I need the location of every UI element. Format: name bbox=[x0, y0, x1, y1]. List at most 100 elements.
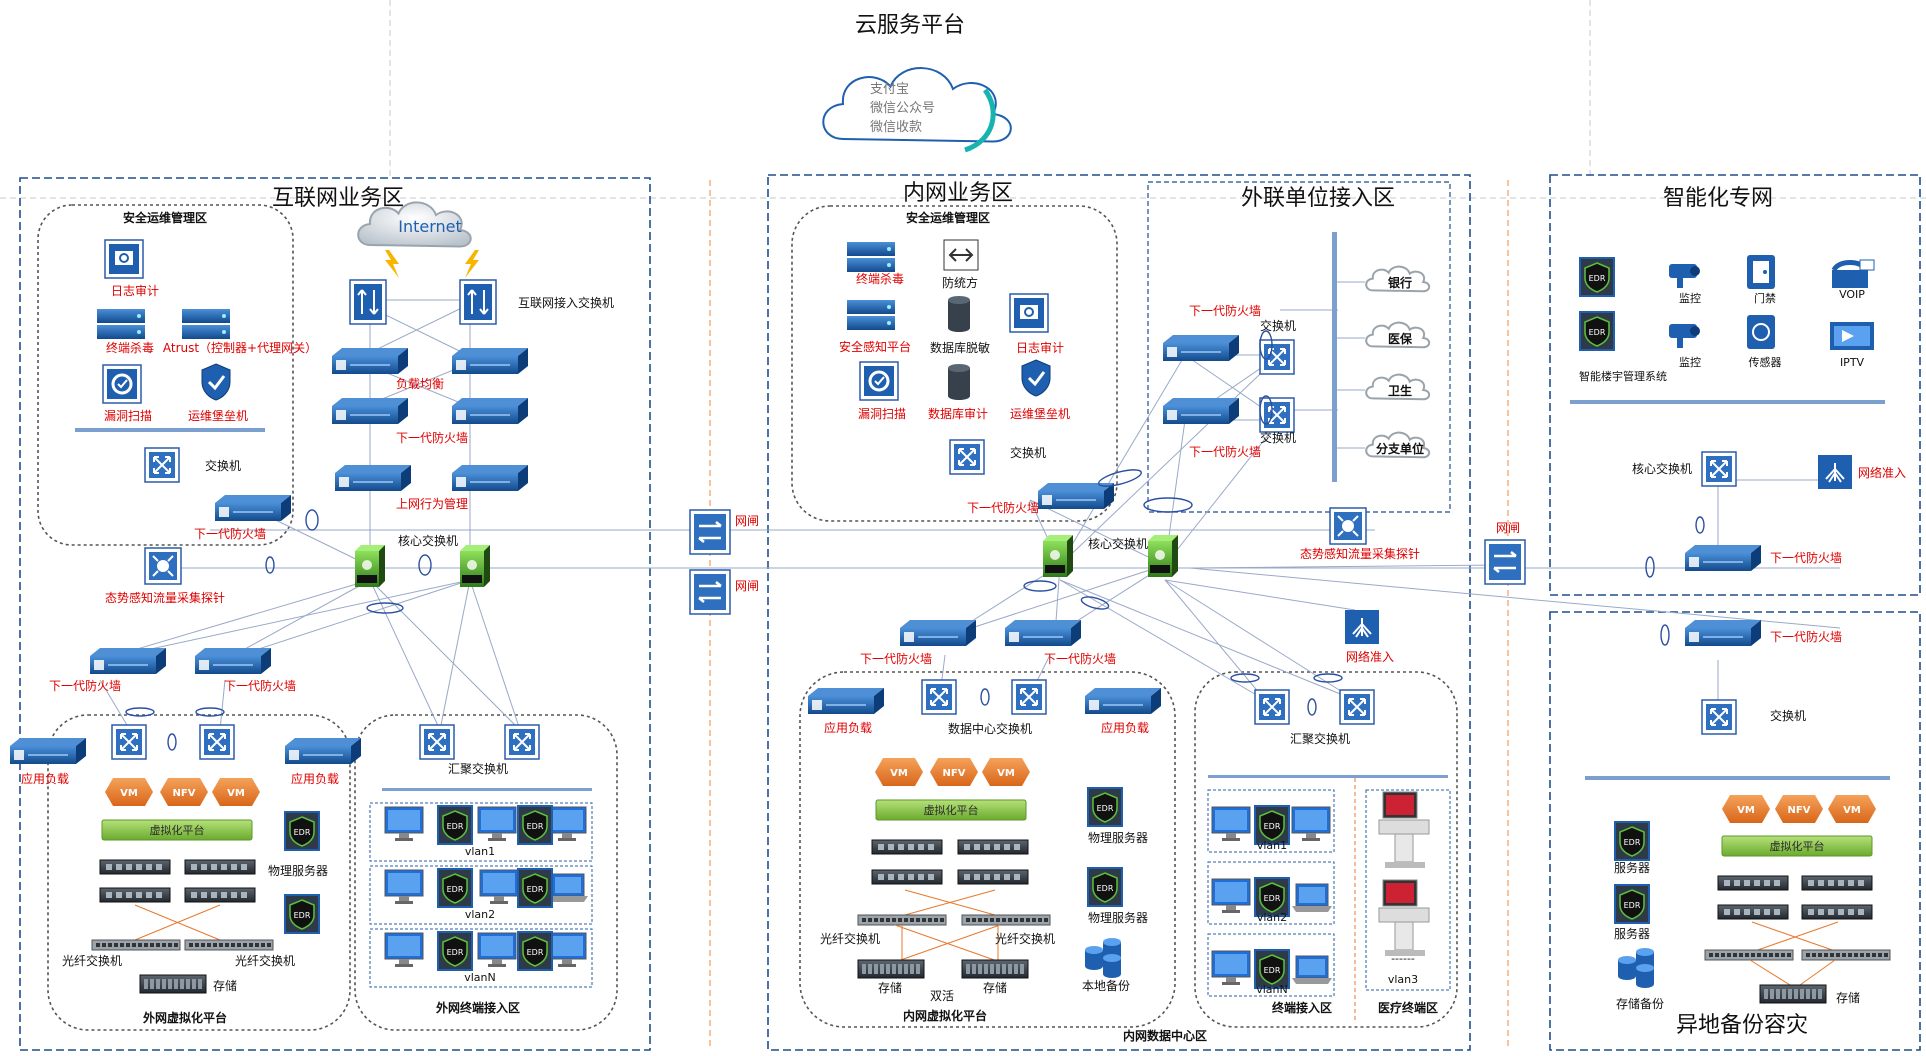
external-fw-bottom-label: 下一代防火墙 bbox=[1189, 444, 1261, 459]
intranet-terminal-box bbox=[1194, 671, 1458, 1028]
medical-device-2 bbox=[1378, 879, 1430, 956]
intranet-vlanN-laptop bbox=[1292, 955, 1332, 984]
intranet-fw1-label: 下一代防火墙 bbox=[860, 651, 932, 666]
smart-net-access-label: 网络准入 bbox=[1858, 465, 1906, 480]
external-sw-top-icon bbox=[1259, 339, 1295, 375]
intranet-bastion-icon bbox=[1021, 359, 1051, 397]
link-aggregation-mark bbox=[1259, 330, 1273, 360]
intranet-terminal-area-title: 终端接入区 bbox=[1272, 1000, 1332, 1015]
intranet-fw1-icon bbox=[900, 620, 976, 646]
db-masking-label: 数据库脱敏 bbox=[930, 340, 990, 355]
intranet-antivirus-icon bbox=[847, 242, 895, 272]
intranet-vuln-scan-icon bbox=[859, 361, 899, 401]
link-aggregation-mark bbox=[1143, 497, 1193, 513]
external-sw-top-label: 交换机 bbox=[1260, 318, 1296, 333]
intranet-dc-area-title: 内网数据中心区 bbox=[1123, 1028, 1207, 1043]
nvlan1-box bbox=[1207, 789, 1335, 853]
behavior-mgmt-right-icon bbox=[452, 465, 528, 491]
intranet-vlan2-edr: EDR bbox=[1254, 877, 1290, 917]
intranet-mgmt-box bbox=[791, 205, 1118, 522]
dual-active-label: 双活 bbox=[930, 989, 954, 1003]
intranet-phys1-label: 物理服务器 bbox=[1088, 830, 1148, 845]
monitor-camera-1-icon bbox=[1669, 264, 1700, 288]
link-aggregation-mark bbox=[1097, 469, 1143, 487]
medical-area-title: 医疗终端区 bbox=[1378, 1000, 1438, 1015]
nvlan2-box bbox=[1207, 861, 1335, 925]
edr-label: EDR bbox=[527, 948, 544, 957]
gateway-smart-label: 网闸 bbox=[1496, 521, 1520, 535]
ivlanN-box bbox=[369, 928, 593, 988]
backup-server-1-icon: EDR bbox=[1614, 821, 1650, 861]
edr-label: EDR bbox=[447, 948, 464, 957]
link-aggregation-mark bbox=[1080, 596, 1110, 610]
link-aggregation-mark bbox=[305, 509, 319, 531]
backup-server-2-icon: EDR bbox=[1614, 884, 1650, 924]
intranet-bastion-label: 运维堡垒机 bbox=[1010, 406, 1070, 421]
external-zone-title: 外联单位接入区 bbox=[1241, 186, 1395, 211]
intranet-mgmt-firewall-icon bbox=[1038, 483, 1114, 509]
link-aggregation-mark bbox=[1259, 395, 1273, 425]
vuln-scan-icon bbox=[102, 364, 142, 404]
backup-fiber-right-icon bbox=[1801, 949, 1891, 961]
internet-vlanN-pc-1 bbox=[384, 932, 424, 967]
intranet-vuln-scan-label: 漏洞扫描 bbox=[858, 407, 906, 421]
internet-virt-platform-label: 虚拟化平台 bbox=[150, 823, 205, 837]
intranet-storage-right-icon bbox=[961, 959, 1029, 979]
external-bus bbox=[1332, 232, 1337, 482]
internet-zone-title: 互联网业务区 bbox=[272, 186, 404, 211]
link-aggregation-mark bbox=[265, 556, 275, 574]
intranet-fiber-right-icon bbox=[961, 914, 1051, 926]
intranet-virt-platform-label: 虚拟化平台 bbox=[924, 803, 979, 817]
internet-vlanN-label: vlanN bbox=[464, 971, 496, 984]
internet-fiber-left-label: 光纤交换机 bbox=[62, 953, 122, 968]
edr-label: EDR bbox=[527, 885, 544, 894]
intranet-app-lb-right-icon bbox=[1085, 688, 1161, 714]
internet-core-right-icon bbox=[460, 545, 490, 587]
link-aggregation-mark bbox=[1313, 673, 1343, 683]
intranet-rack-4 bbox=[957, 869, 1029, 885]
internet-terminal-area-title: 外网终端接入区 bbox=[436, 1000, 520, 1015]
intranet-app-lb-left-label: 应用负载 bbox=[824, 720, 872, 735]
backup-zone-title: 异地备份容灾 bbox=[1676, 1013, 1808, 1038]
backup-nfv-label: NFV bbox=[1788, 805, 1811, 816]
internet-mgmt-title: 安全运维管理区 bbox=[123, 210, 207, 225]
intranet-storage-links bbox=[894, 924, 1001, 963]
terminal-bus-bar bbox=[382, 788, 592, 791]
backup-virt-platform bbox=[1721, 835, 1873, 857]
internet-core-left-icon bbox=[355, 545, 385, 587]
intranet-vlanN-label: vlanN bbox=[1256, 983, 1288, 996]
smart-zone-box bbox=[1549, 174, 1921, 596]
backup-fw-icon bbox=[1685, 620, 1761, 646]
intranet-app-lb-left-icon bbox=[808, 688, 884, 714]
edr-label: EDR bbox=[447, 822, 464, 831]
internet-virt-platform bbox=[101, 819, 253, 841]
internet-vlan2-label: vlan2 bbox=[465, 908, 495, 921]
door-access-icon bbox=[1747, 255, 1775, 289]
internet-rack-1 bbox=[99, 859, 171, 875]
edr-label: EDR bbox=[1624, 901, 1641, 910]
link-aggregation-mark bbox=[125, 707, 155, 717]
medical-dash-label: ------ bbox=[1391, 952, 1415, 965]
intranet-probe-label: 态势感知流量采集探针 bbox=[1300, 546, 1420, 561]
external-unit-cloud-2 bbox=[1365, 321, 1431, 349]
intranet-vlan2-pc bbox=[1211, 878, 1251, 913]
intranet-terminal-bus bbox=[1208, 775, 1448, 778]
smart-net-access-icon bbox=[1818, 455, 1852, 489]
intranet-mgmt-firewall-label: 下一代防火墙 bbox=[967, 500, 1039, 515]
intranet-virt-area-title: 内网虚拟化平台 bbox=[903, 1008, 987, 1023]
cloud-accent bbox=[964, 88, 996, 153]
link-aggregation-mark bbox=[1645, 556, 1655, 578]
backup-vm-2 bbox=[1828, 795, 1876, 823]
internet-zone-box bbox=[19, 177, 651, 1051]
dc-switch-label: 数据中心交换机 bbox=[948, 721, 1032, 736]
internet-nfv-label: NFV bbox=[173, 788, 196, 799]
internet-dc-switch-left-icon bbox=[111, 724, 147, 760]
intranet-core-left-icon bbox=[1043, 535, 1073, 577]
smart-bms-label: 智能楼宇管理系统 bbox=[1579, 369, 1667, 383]
backup-rack-3 bbox=[1717, 904, 1789, 920]
intranet-storage-right-label: 存储 bbox=[983, 980, 1007, 995]
internet-mgmt-box bbox=[37, 204, 294, 546]
internet-vlan1-pc-3 bbox=[547, 806, 587, 841]
